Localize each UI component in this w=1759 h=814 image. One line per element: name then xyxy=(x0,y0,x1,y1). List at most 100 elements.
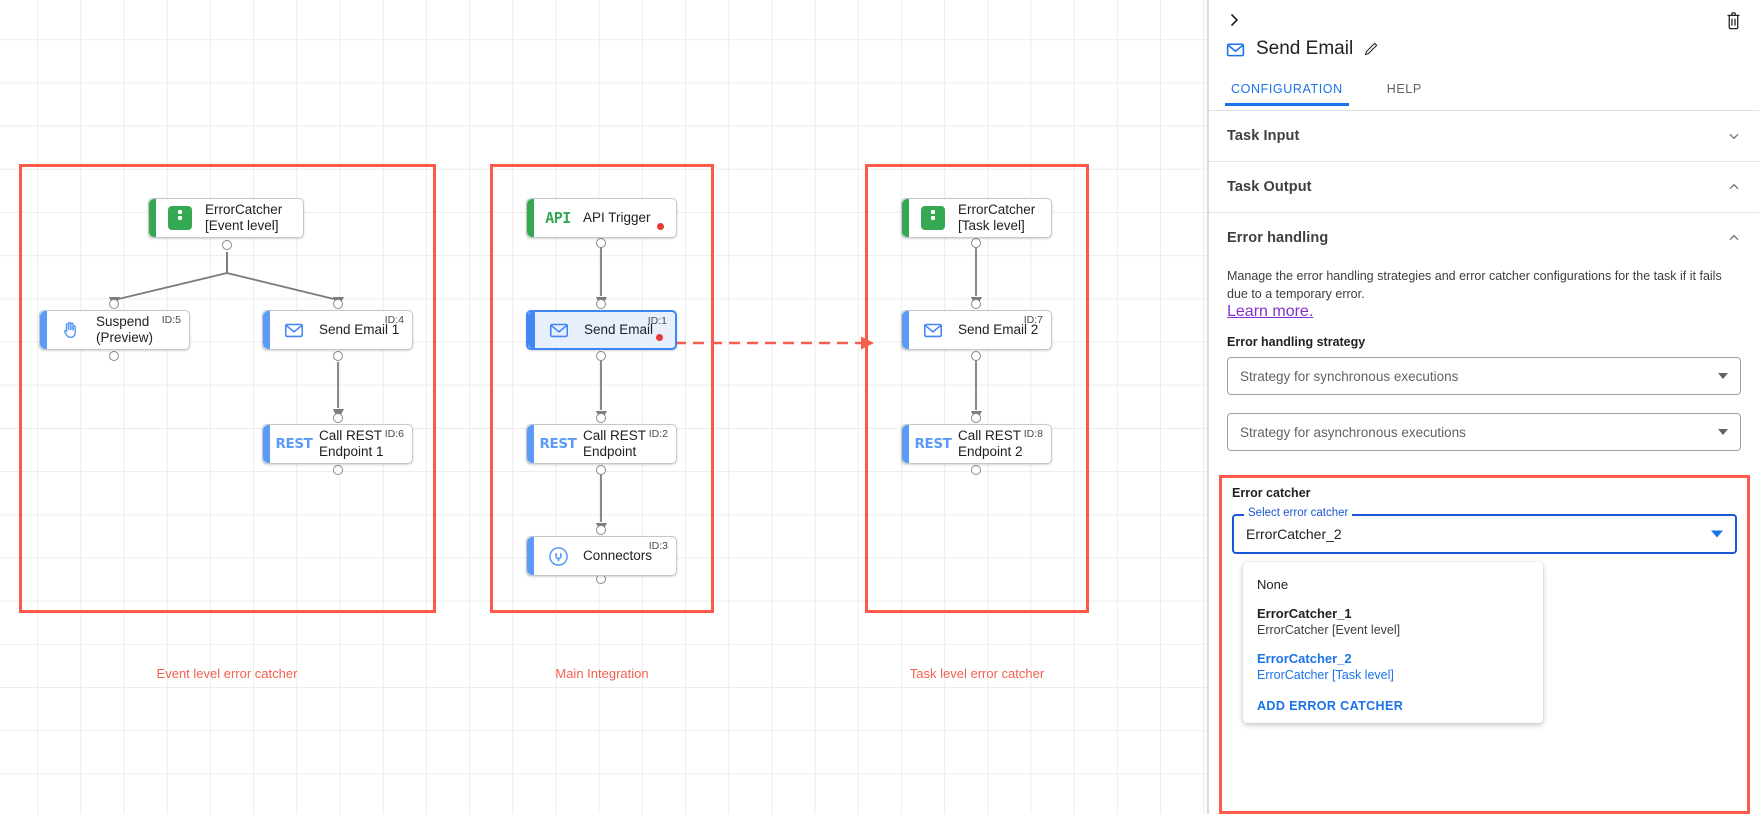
error-link-arrow xyxy=(675,336,874,350)
node-port xyxy=(596,299,606,309)
sync-strategy-select[interactable]: Strategy for synchronous executions xyxy=(1227,357,1741,396)
menu-item-title: ErrorCatcher_2 xyxy=(1257,651,1352,666)
node-port xyxy=(333,465,343,475)
email-icon xyxy=(1225,39,1246,60)
hand-icon xyxy=(58,317,84,343)
workflow-canvas[interactable]: Event level error catcher Main Integrati… xyxy=(0,0,1208,814)
menu-item-errorcatcher-1[interactable]: ErrorCatcher_1 ErrorCatcher [Event level… xyxy=(1243,599,1543,644)
panel-title-row: Send Email xyxy=(1225,38,1379,60)
group-caption-main-integration: Main Integration xyxy=(555,666,649,681)
email-icon xyxy=(281,317,307,343)
section-task-output-header[interactable]: Task Output xyxy=(1227,162,1741,212)
node-accent-bar xyxy=(902,425,909,463)
node-port xyxy=(333,351,343,361)
node-port xyxy=(109,299,119,309)
node-port xyxy=(596,351,606,361)
node-accent-bar xyxy=(40,311,47,349)
node-title: Send Email xyxy=(584,322,654,338)
node-title: ErrorCatcher [Event level] xyxy=(205,202,283,233)
node-id-tag: ID:1 xyxy=(647,315,667,327)
node-title: API Trigger xyxy=(583,210,651,226)
node-send-email[interactable]: Send Email ID:1 xyxy=(526,310,677,350)
menu-item-subtitle: ErrorCatcher [Event level] xyxy=(1257,623,1401,637)
node-id-tag: ID:7 xyxy=(1023,314,1043,326)
node-port xyxy=(222,240,232,250)
node-port xyxy=(596,238,606,248)
node-connectors[interactable]: Connectors ID:3 xyxy=(526,536,677,576)
node-accent-bar xyxy=(902,311,909,349)
node-port xyxy=(333,413,343,423)
error-handling-description: Manage the error handling strategies and… xyxy=(1227,269,1722,302)
learn-more-link[interactable]: Learn more. xyxy=(1227,303,1314,321)
menu-item-title: ErrorCatcher_1 xyxy=(1257,606,1352,621)
node-call-rest-endpoint-1[interactable]: REST Call REST Endpoint 1 ID:6 xyxy=(262,424,413,464)
node-api-trigger[interactable]: API API Trigger xyxy=(526,198,677,238)
node-title: Call REST Endpoint 1 xyxy=(319,428,384,459)
node-send-email-2[interactable]: Send Email 2 ID:7 xyxy=(901,310,1052,350)
node-accent-bar xyxy=(527,199,534,237)
canvas-right-edge xyxy=(1207,0,1208,814)
node-title: Call REST Endpoint xyxy=(583,428,647,459)
task-config-panel: Send Email CONFIGURATION HELP Task Input xyxy=(1208,0,1759,814)
connectors-icon xyxy=(545,543,571,569)
node-title: Connectors xyxy=(583,548,653,564)
node-id-tag: ID:5 xyxy=(161,314,181,326)
node-errorcatcher-event-level[interactable]: ErrorCatcher [Event level] xyxy=(148,198,304,238)
chevron-up-icon[interactable] xyxy=(1727,231,1741,245)
node-accent-bar xyxy=(902,199,909,237)
panel-header: Send Email xyxy=(1209,0,1759,78)
node-accent-bar xyxy=(149,199,156,237)
group-caption-event-level: Event level error catcher xyxy=(156,666,298,681)
error-catcher-icon xyxy=(167,205,193,231)
trash-icon[interactable] xyxy=(1721,8,1745,32)
section-title: Error handling xyxy=(1227,230,1329,246)
section-title: Task Input xyxy=(1227,128,1300,144)
section-error-handling-header[interactable]: Error handling xyxy=(1227,213,1741,263)
section-task-input: Task Input xyxy=(1209,111,1759,162)
node-id-tag: ID:2 xyxy=(648,428,668,440)
error-catcher-dropdown-menu: None ErrorCatcher_1 ErrorCatcher [Event … xyxy=(1243,562,1543,723)
api-icon: API xyxy=(545,209,571,227)
error-indicator-dot xyxy=(657,223,664,230)
node-port xyxy=(971,238,981,248)
node-title: Suspend (Preview) xyxy=(96,314,154,345)
section-error-handling: Error handling Manage the error handling… xyxy=(1209,213,1759,483)
section-task-input-header[interactable]: Task Input xyxy=(1227,111,1741,161)
tab-configuration[interactable]: CONFIGURATION xyxy=(1225,78,1349,106)
select-error-catcher[interactable]: Select error catcher ErrorCatcher_2 xyxy=(1232,507,1737,554)
async-strategy-select[interactable]: Strategy for asynchronous executions xyxy=(1227,413,1741,452)
node-port xyxy=(596,525,606,535)
chevron-right-icon[interactable] xyxy=(1221,8,1247,32)
chevron-down-icon xyxy=(1718,429,1728,436)
node-call-rest-endpoint[interactable]: REST Call REST Endpoint ID:2 xyxy=(526,424,677,464)
node-id-tag: ID:3 xyxy=(648,540,668,552)
chevron-up-icon[interactable] xyxy=(1727,180,1741,194)
page-title: Send Email xyxy=(1256,38,1354,59)
node-suspend-preview[interactable]: Suspend (Preview) ID:5 xyxy=(39,310,190,350)
node-accent-bar xyxy=(263,311,270,349)
node-call-rest-endpoint-2[interactable]: REST Call REST Endpoint 2 ID:8 xyxy=(901,424,1052,464)
error-indicator-dot xyxy=(656,334,663,341)
error-handling-strategy-label: Error handling strategy xyxy=(1227,335,1366,350)
tab-help[interactable]: HELP xyxy=(1386,82,1422,96)
node-id-tag: ID:8 xyxy=(1023,428,1043,440)
node-errorcatcher-task-level[interactable]: ErrorCatcher [Task level] xyxy=(901,198,1052,238)
error-catcher-icon xyxy=(920,205,946,231)
menu-item-none[interactable]: None xyxy=(1243,570,1543,599)
menu-item-errorcatcher-2[interactable]: ErrorCatcher_2 ErrorCatcher [Task level] xyxy=(1243,644,1543,689)
node-port xyxy=(971,299,981,309)
node-accent-bar xyxy=(527,537,534,575)
error-handling-body: Manage the error handling strategies and… xyxy=(1227,263,1741,483)
node-title: Send Email 1 xyxy=(319,322,400,338)
node-send-email-1[interactable]: Send Email 1 ID:4 xyxy=(262,310,413,350)
node-id-tag: ID:4 xyxy=(384,314,404,326)
node-accent-bar xyxy=(527,425,534,463)
rest-icon: REST xyxy=(539,436,577,452)
node-title: Call REST Endpoint 2 xyxy=(958,428,1023,459)
rest-icon: REST xyxy=(914,436,952,452)
select-error-catcher-floating-label: Select error catcher xyxy=(1244,507,1353,519)
add-error-catcher-button[interactable]: ADD ERROR CATCHER xyxy=(1257,699,1404,713)
chevron-down-icon[interactable] xyxy=(1727,129,1741,143)
pencil-icon[interactable] xyxy=(1363,41,1379,57)
node-title: Send Email 2 xyxy=(958,322,1039,338)
